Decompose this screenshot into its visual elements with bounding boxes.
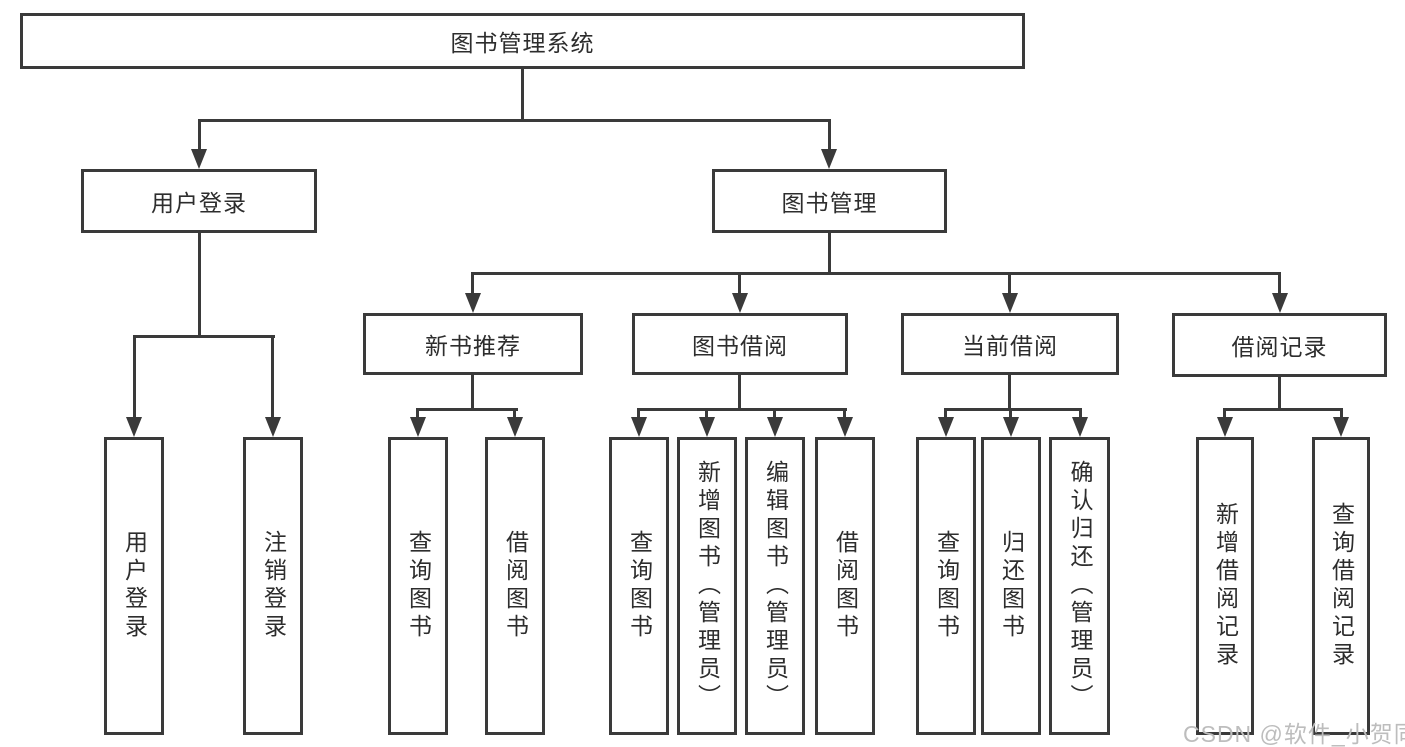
connector-drop-leaf-logout xyxy=(271,335,274,421)
watermark: CSDN @软件_小贺同学 xyxy=(1183,721,1405,747)
leaf-query-borrow-record-label: 查询借阅记录 xyxy=(1328,502,1355,670)
arrowhead-borrow-records-icon xyxy=(1272,293,1288,313)
leaf-query-book-2: 查询图书 xyxy=(609,437,669,735)
leaf-query-book-2-label: 查询图书 xyxy=(626,530,653,642)
leaf-borrow-book-2: 借阅图书 xyxy=(815,437,875,735)
connector-new-book-split xyxy=(416,408,518,411)
leaf-add-book-admin-label: 新增图书（管理员） xyxy=(694,460,721,712)
leaf-return-book-label: 归还图书 xyxy=(998,530,1025,642)
connector-drop-query-book-3 xyxy=(944,408,947,421)
connector-root-stem xyxy=(521,69,524,120)
arrowhead-query-record-icon xyxy=(1333,417,1349,437)
connector-drop-confirm-return xyxy=(1079,408,1082,421)
connector-drop-leaf-login xyxy=(133,335,136,421)
leaf-return-book: 归还图书 xyxy=(981,437,1041,735)
arrowhead-query-book-1-icon xyxy=(410,417,426,437)
node-current-borrow: 当前借阅 xyxy=(901,313,1119,375)
arrowhead-edit-book-icon xyxy=(767,417,783,437)
connector-borrow-records-split xyxy=(1223,408,1343,411)
leaf-borrow-book-2-label: 借阅图书 xyxy=(832,530,859,642)
connector-drop-query-record xyxy=(1340,408,1343,421)
connector-book-management-stem xyxy=(828,233,831,275)
leaf-add-borrow-record-label: 新增借阅记录 xyxy=(1212,502,1239,670)
leaf-query-book-1: 查询图书 xyxy=(388,437,448,735)
connector-root-split xyxy=(198,119,831,122)
node-current-borrow-label: 当前借阅 xyxy=(962,333,1058,359)
connector-drop-borrow-records xyxy=(1278,272,1281,297)
arrowhead-add-record-icon xyxy=(1217,417,1233,437)
connector-drop-book-borrow xyxy=(738,272,741,297)
node-new-book-recommend: 新书推荐 xyxy=(363,313,583,375)
connector-book-borrow-stem xyxy=(738,375,741,410)
node-book-management-label: 图书管理 xyxy=(781,190,878,216)
arrowhead-return-book-icon xyxy=(1003,417,1019,437)
arrowhead-leaf-login-icon xyxy=(126,417,142,437)
arrowhead-current-borrow-icon xyxy=(1002,293,1018,313)
leaf-query-book-1-label: 查询图书 xyxy=(405,530,432,642)
node-borrow-records-label: 借阅记录 xyxy=(1231,334,1328,360)
leaf-confirm-return-admin: 确认归还（管理员） xyxy=(1049,437,1110,735)
node-root: 图书管理系统 xyxy=(20,13,1025,69)
leaf-borrow-book-1-label: 借阅图书 xyxy=(502,530,529,642)
node-borrow-records: 借阅记录 xyxy=(1172,313,1387,377)
leaf-borrow-book-1: 借阅图书 xyxy=(485,437,545,735)
arrowhead-book-borrow-icon xyxy=(732,293,748,313)
connector-user-login-stem xyxy=(198,233,201,336)
leaf-logout: 注销登录 xyxy=(243,437,303,735)
node-user-login-label: 用户登录 xyxy=(151,190,247,216)
connector-current-borrow-stem xyxy=(1008,375,1011,410)
connector-drop-add-book xyxy=(705,408,708,421)
leaf-query-book-3: 查询图书 xyxy=(916,437,976,735)
arrowhead-confirm-return-icon xyxy=(1072,417,1088,437)
arrowhead-user-login-icon xyxy=(191,149,207,169)
leaf-edit-book-admin-label: 编辑图书（管理员） xyxy=(762,460,789,712)
connector-drop-query-book-2 xyxy=(637,408,640,421)
node-user-login: 用户登录 xyxy=(81,169,317,233)
leaf-user-login: 用户登录 xyxy=(104,437,164,735)
leaf-add-book-admin: 新增图书（管理员） xyxy=(677,437,737,735)
arrowhead-borrow-book-1-icon xyxy=(507,417,523,437)
leaf-edit-book-admin: 编辑图书（管理员） xyxy=(745,437,805,735)
leaf-add-borrow-record: 新增借阅记录 xyxy=(1196,437,1254,735)
arrowhead-book-management-icon xyxy=(821,149,837,169)
connector-drop-book-management xyxy=(828,119,831,153)
arrowhead-new-book-icon xyxy=(465,293,481,313)
node-book-management: 图书管理 xyxy=(712,169,947,233)
connector-drop-query-book-1 xyxy=(416,408,419,421)
connector-drop-current-borrow xyxy=(1008,272,1011,297)
arrowhead-query-book-3-icon xyxy=(938,417,954,437)
connector-drop-user-login xyxy=(198,119,201,153)
node-new-book-recommend-label: 新书推荐 xyxy=(425,333,521,359)
node-root-label: 图书管理系统 xyxy=(450,30,595,56)
node-book-borrow: 图书借阅 xyxy=(632,313,848,375)
connector-book-borrow-split xyxy=(637,408,847,411)
connector-drop-new-book xyxy=(471,272,474,297)
leaf-confirm-return-admin-label: 确认归还（管理员） xyxy=(1067,460,1093,712)
leaf-user-login-label: 用户登录 xyxy=(121,530,148,642)
arrowhead-leaf-logout-icon xyxy=(265,417,281,437)
arrowhead-query-book-2-icon xyxy=(631,417,647,437)
leaf-query-book-3-label: 查询图书 xyxy=(933,530,960,642)
leaf-query-borrow-record: 查询借阅记录 xyxy=(1312,437,1370,735)
connector-drop-add-record xyxy=(1223,408,1226,421)
connector-new-book-stem xyxy=(471,375,474,410)
connector-user-login-split xyxy=(133,335,275,338)
leaf-logout-label: 注销登录 xyxy=(260,530,287,642)
connector-drop-edit-book xyxy=(773,408,776,421)
connector-drop-return-book xyxy=(1009,408,1012,421)
connector-current-borrow-split xyxy=(944,408,1082,411)
connector-borrow-records-stem xyxy=(1278,377,1281,410)
arrowhead-add-book-icon xyxy=(699,417,715,437)
arrowhead-borrow-book-2-icon xyxy=(837,417,853,437)
connector-drop-borrow-book-2 xyxy=(843,408,846,421)
connector-book-management-split xyxy=(471,272,1281,275)
node-book-borrow-label: 图书借阅 xyxy=(692,333,788,359)
connector-drop-borrow-book-1 xyxy=(513,408,516,421)
